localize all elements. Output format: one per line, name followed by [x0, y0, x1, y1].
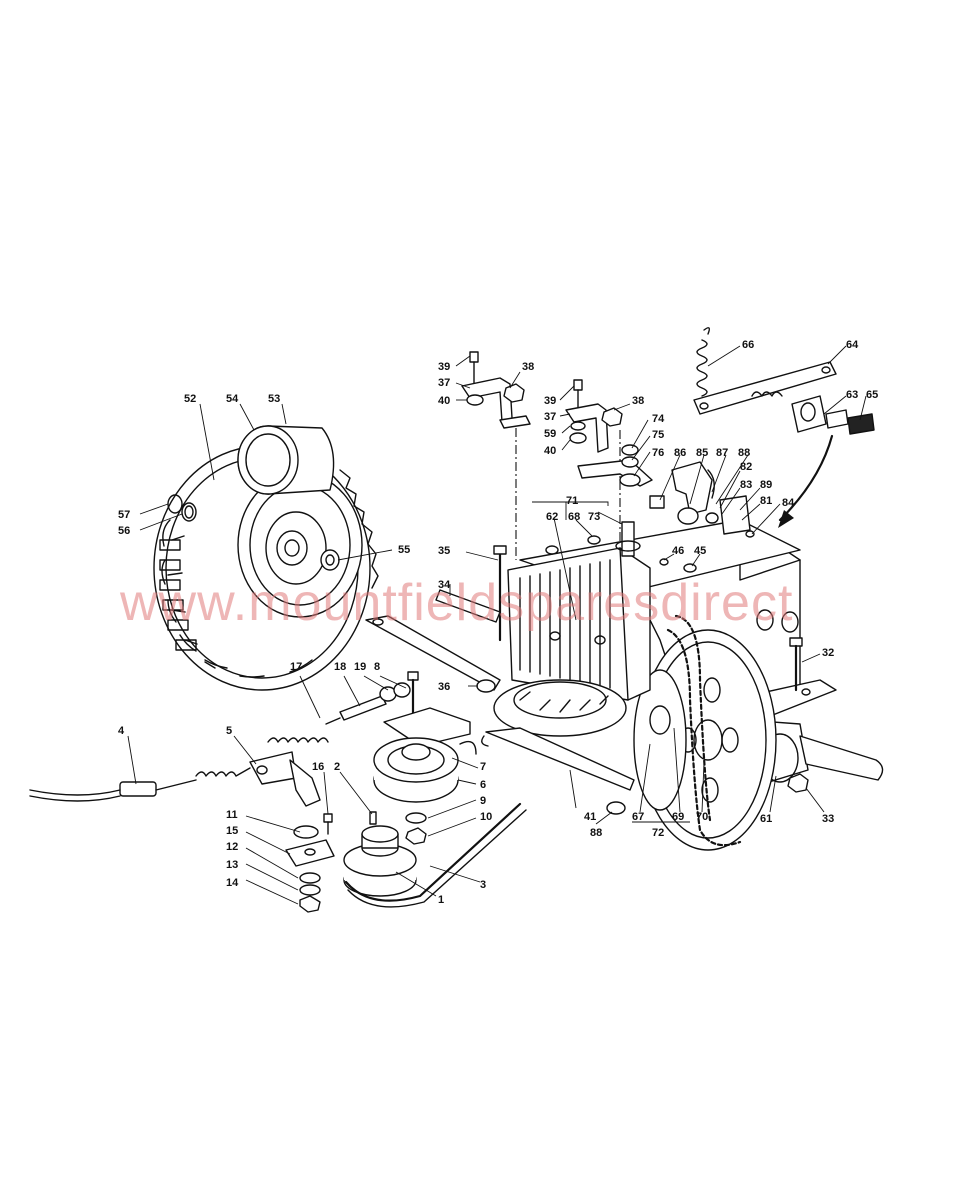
callout-8: 8: [374, 661, 380, 673]
callout-40a: 40: [438, 395, 450, 407]
callout-52: 52: [184, 393, 196, 405]
callout-35: 35: [438, 545, 450, 557]
callout-59: 59: [544, 428, 556, 440]
callout-57: 57: [118, 509, 130, 521]
callout-68: 68: [568, 511, 580, 523]
rear-wheel: [153, 425, 379, 691]
callout-19: 19: [354, 661, 366, 673]
callout-76: 76: [652, 447, 664, 459]
callout-11: 11: [226, 809, 238, 821]
callout-81: 81: [760, 495, 772, 507]
callout-69: 69: [672, 811, 684, 823]
callout-39b: 39: [544, 395, 556, 407]
watermark-text: www.mountfieldsparesdirect: [119, 574, 793, 632]
callout-71: 71: [566, 495, 578, 507]
callout-12: 12: [226, 841, 238, 853]
callout-87: 87: [716, 447, 728, 459]
callout-10: 10: [480, 811, 492, 823]
callout-65: 65: [866, 389, 878, 401]
callout-74: 74: [652, 413, 665, 425]
callout-37a: 37: [438, 377, 450, 389]
callout-36: 36: [438, 681, 450, 693]
callout-66: 66: [742, 339, 754, 351]
callout-5: 5: [226, 725, 232, 737]
callout-2: 2: [334, 761, 340, 773]
callout-4: 4: [118, 725, 125, 737]
callout-17: 17: [290, 661, 302, 673]
callout-88b: 88: [590, 827, 602, 839]
callout-70: 70: [696, 811, 708, 823]
callout-88a: 88: [738, 447, 750, 459]
callout-61: 61: [760, 813, 772, 825]
callout-67: 67: [632, 811, 644, 823]
callout-41: 41: [584, 811, 596, 823]
callout-85: 85: [696, 447, 708, 459]
callout-16: 16: [312, 761, 324, 773]
bracket-assembly-right: [565, 379, 623, 610]
control-plate-assembly: [693, 327, 875, 528]
callout-53: 53: [268, 393, 280, 405]
callout-38b: 38: [632, 395, 644, 407]
callout-9: 9: [480, 795, 486, 807]
callout-leaders: [127, 345, 867, 905]
callout-34: 34: [438, 579, 451, 591]
callout-40b: 40: [544, 445, 556, 457]
callout-89: 89: [760, 479, 772, 491]
callout-45: 45: [694, 545, 706, 557]
callout-56: 56: [118, 525, 130, 537]
callout-14: 14: [226, 877, 239, 889]
callout-83: 83: [740, 479, 752, 491]
callout-6: 6: [480, 779, 486, 791]
callout-82: 82: [740, 461, 752, 473]
callout-75: 75: [652, 429, 664, 441]
callout-73: 73: [588, 511, 600, 523]
callout-86: 86: [674, 447, 686, 459]
callout-46: 46: [672, 545, 684, 557]
callout-7: 7: [480, 761, 486, 773]
callout-37b: 37: [544, 411, 556, 423]
transmission-unit: [493, 444, 884, 851]
callout-18: 18: [334, 661, 346, 673]
bracket-assembly-left: [461, 351, 531, 560]
callout-54: 54: [226, 393, 239, 405]
callout-13: 13: [226, 859, 238, 871]
callout-72: 72: [652, 827, 664, 839]
callout-15: 15: [226, 825, 238, 837]
callout-38a: 38: [522, 361, 534, 373]
callout-33: 33: [822, 813, 834, 825]
callout-62: 62: [546, 511, 558, 523]
callout-84: 84: [782, 497, 795, 509]
pulley-belt-assembly: [29, 589, 635, 913]
callout-32: 32: [822, 647, 834, 659]
callout-64: 64: [846, 339, 859, 351]
callout-63: 63: [846, 389, 858, 401]
callout-55: 55: [398, 544, 410, 556]
callout-1: 1: [438, 894, 444, 906]
callout-39a: 39: [438, 361, 450, 373]
callout-3: 3: [480, 879, 486, 891]
